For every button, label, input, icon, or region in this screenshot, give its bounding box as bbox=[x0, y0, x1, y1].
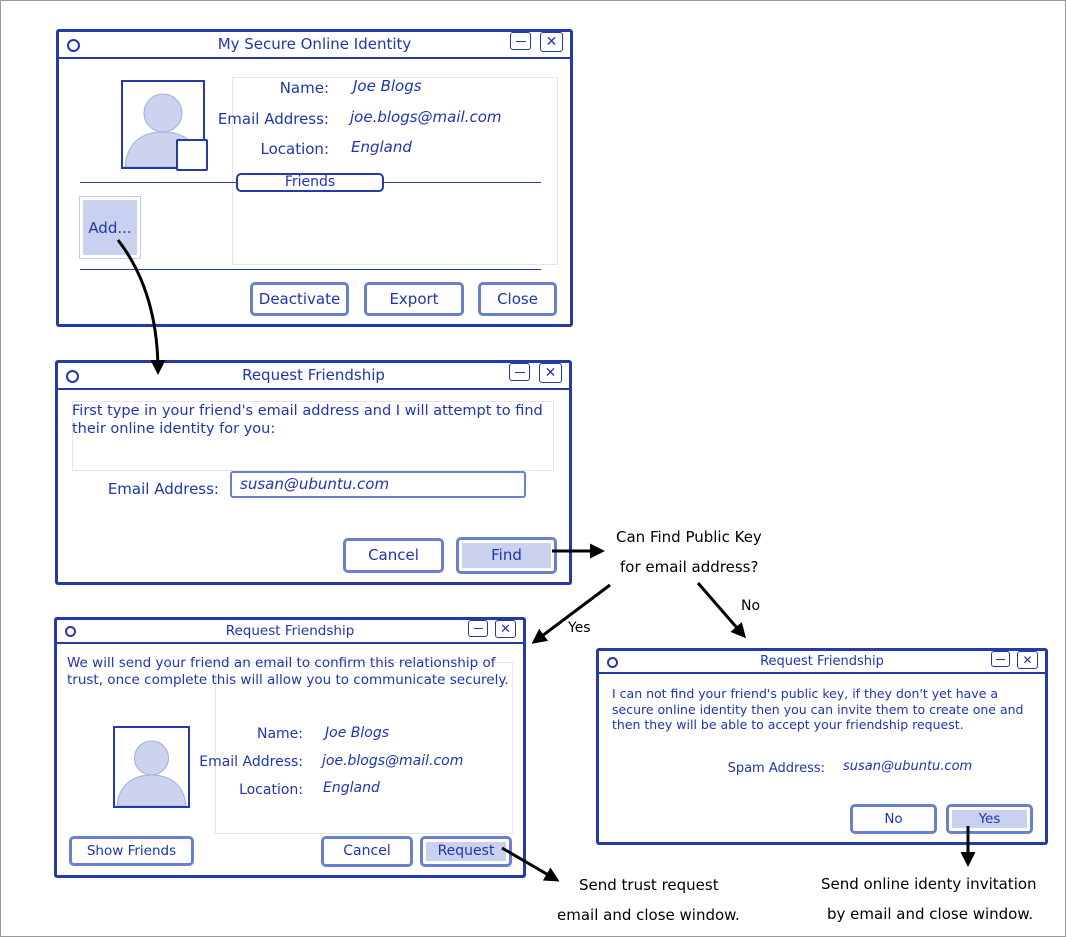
email-input-value: susan@ubuntu.com bbox=[240, 475, 390, 493]
request-titlebar: Request Friendship ✕ bbox=[58, 363, 569, 390]
send-invite-line2: by email and close window. bbox=[827, 905, 1033, 923]
confirm-message: We will send your friend an email to con… bbox=[67, 655, 509, 688]
notfound-titlebar: Request Friendship ✕ bbox=[599, 651, 1045, 674]
circle-icon bbox=[67, 39, 80, 52]
identity-window-title: My Secure Online Identity bbox=[217, 35, 412, 53]
instructions-panel bbox=[72, 401, 554, 471]
bottom-divider bbox=[80, 269, 541, 270]
close-button[interactable]: Close bbox=[478, 282, 557, 316]
notfound-window: Request Friendship ✕ I can not find your… bbox=[596, 648, 1048, 845]
email-label: Email Address: bbox=[217, 110, 329, 128]
email-input[interactable]: susan@ubuntu.com bbox=[230, 471, 526, 498]
friends-heading: Friends bbox=[236, 173, 384, 192]
location-value: England bbox=[323, 780, 380, 796]
close-icon[interactable]: ✕ bbox=[540, 32, 563, 52]
send-trust-line2: email and close window. bbox=[557, 906, 740, 924]
user-avatar-icon bbox=[113, 726, 190, 808]
user-silhouette bbox=[116, 740, 187, 806]
arrow-question-no bbox=[696, 582, 746, 639]
location-label: Location: bbox=[239, 782, 303, 798]
no-button[interactable]: No bbox=[850, 804, 937, 834]
location-value: England bbox=[351, 138, 412, 156]
question-line2: for email address? bbox=[620, 558, 759, 576]
minimize-icon[interactable] bbox=[991, 651, 1010, 667]
send-invite-line1: Send online identy invitation bbox=[821, 875, 1037, 893]
request-button[interactable]: Request bbox=[420, 836, 512, 867]
spam-address-label: Spam Address: bbox=[727, 761, 825, 776]
name-label: Name: bbox=[256, 726, 303, 742]
confirm-window-title: Request Friendship bbox=[225, 623, 355, 639]
close-icon[interactable]: ✕ bbox=[1017, 651, 1038, 669]
minimize-icon[interactable] bbox=[468, 620, 488, 637]
identity-window: My Secure Online Identity ✕ Name: Joe Bl… bbox=[56, 29, 573, 327]
notfound-message: I can not find your friend's public key,… bbox=[612, 686, 1024, 732]
add-friend-label: Add... bbox=[88, 218, 132, 237]
circle-icon bbox=[607, 657, 618, 668]
identity-titlebar: My Secure Online Identity ✕ bbox=[59, 32, 570, 59]
question-line1: Can Find Public Key bbox=[616, 528, 762, 546]
avatar-badge bbox=[176, 139, 208, 171]
request-window: Request Friendship ✕ First type in your … bbox=[55, 360, 572, 585]
circle-icon bbox=[65, 626, 76, 637]
cancel-button[interactable]: Cancel bbox=[321, 836, 413, 867]
add-friend-button[interactable]: Add... bbox=[79, 196, 141, 259]
name-value: Joe Blogs bbox=[325, 725, 389, 741]
cancel-button[interactable]: Cancel bbox=[343, 538, 444, 573]
send-trust-line1: Send trust request bbox=[579, 876, 719, 894]
email-label: Email Address: bbox=[107, 480, 219, 498]
identity-details-panel bbox=[232, 77, 558, 265]
confirm-window: Request Friendship ✕ We will send your f… bbox=[54, 617, 526, 878]
find-button[interactable]: Find bbox=[456, 537, 557, 574]
minimize-icon[interactable] bbox=[509, 363, 530, 381]
arrow-question-yes bbox=[531, 583, 611, 644]
location-label: Location: bbox=[260, 140, 330, 158]
confirm-titlebar: Request Friendship ✕ bbox=[57, 620, 523, 644]
show-friends-button[interactable]: Show Friends bbox=[69, 836, 194, 866]
close-icon[interactable]: ✕ bbox=[495, 620, 516, 638]
confirm-details-panel bbox=[215, 662, 513, 834]
friends-label: Friends bbox=[284, 174, 336, 190]
name-label: Name: bbox=[279, 79, 329, 97]
close-icon[interactable]: ✕ bbox=[539, 363, 562, 383]
yes-button[interactable]: Yes bbox=[946, 804, 1033, 834]
email-value: joe.blogs@mail.com bbox=[350, 108, 502, 126]
spam-address-value: susan@ubuntu.com bbox=[843, 759, 973, 774]
name-value: Joe Blogs bbox=[353, 77, 422, 95]
export-button[interactable]: Export bbox=[364, 282, 464, 316]
email-value: joe.blogs@mail.com bbox=[322, 753, 464, 769]
request-window-title: Request Friendship bbox=[242, 366, 385, 384]
arrow-request-to-send bbox=[501, 846, 560, 882]
deactivate-button[interactable]: Deactivate bbox=[250, 282, 349, 316]
notfound-window-title: Request Friendship bbox=[760, 654, 884, 669]
circle-icon bbox=[66, 370, 79, 383]
instructions-text: First type in your friend's email addres… bbox=[72, 403, 543, 437]
email-label: Email Address: bbox=[199, 754, 303, 770]
no-branch-label: No bbox=[741, 598, 761, 614]
yes-branch-label: Yes bbox=[568, 620, 591, 636]
arrow-add-to-request bbox=[116, 239, 166, 375]
minimize-icon[interactable] bbox=[510, 32, 531, 50]
